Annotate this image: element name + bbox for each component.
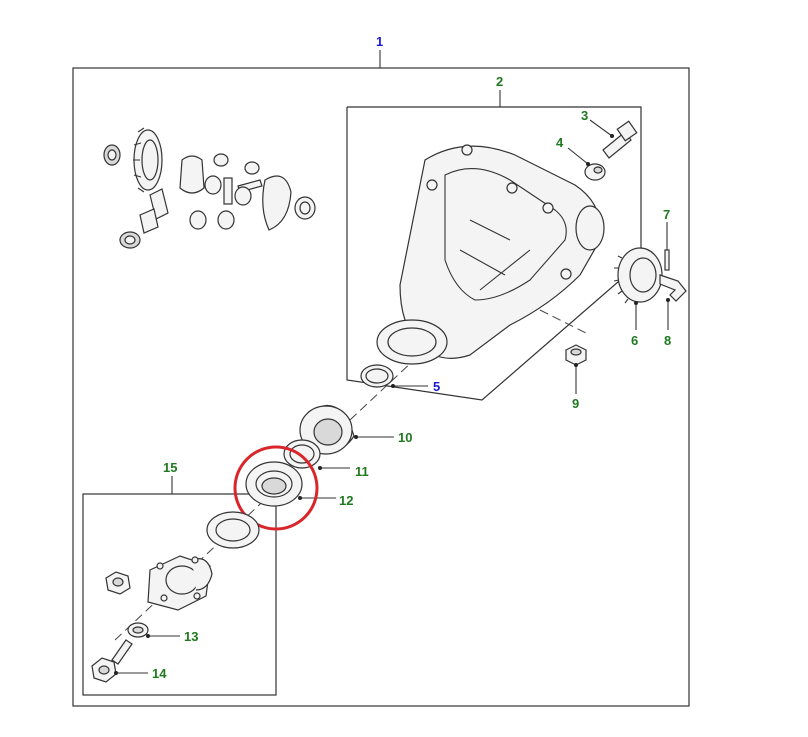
callout-11[interactable]: 11: [355, 464, 369, 479]
part-4-bush: 4: [556, 135, 606, 181]
callout-14[interactable]: 14: [152, 666, 167, 681]
differential-internals-illustration: [103, 127, 316, 249]
part-12-seal: 12: [245, 461, 353, 508]
callout-7[interactable]: 7: [663, 207, 670, 222]
assembly-frame-1: 1: [72, 34, 690, 707]
callout-4[interactable]: 4: [556, 135, 564, 150]
part-7-pin: 7: [663, 207, 670, 271]
part-9-nut: 9: [565, 344, 587, 411]
callout-6[interactable]: 6: [631, 333, 638, 348]
callout-10[interactable]: 10: [398, 430, 412, 445]
flange: [147, 555, 213, 611]
part-5-o-ring: 5: [360, 364, 440, 394]
callout-13[interactable]: 13: [184, 629, 198, 644]
highlight-circle: [233, 445, 319, 531]
callout-3[interactable]: 3: [581, 108, 588, 123]
part-11-spacer: 11: [283, 439, 369, 479]
callout-15[interactable]: 15: [163, 460, 177, 475]
callout-12[interactable]: 12: [339, 493, 353, 508]
assembly-frame-2: 2: [346, 74, 642, 401]
mount-axis: [539, 309, 591, 336]
callout-2[interactable]: 2: [496, 74, 503, 89]
callout-9[interactable]: 9: [572, 396, 579, 411]
part-13-washer: 13: [127, 622, 198, 644]
flange-nut: [105, 571, 131, 595]
assembly-frame-15: 15: [82, 460, 277, 696]
callout-5[interactable]: 5: [433, 379, 440, 394]
callout-1[interactable]: 1: [376, 34, 383, 49]
differential-housing: [376, 144, 605, 365]
part-3-bolt: 3: [581, 108, 638, 159]
part-8-bracket: 8: [659, 274, 687, 348]
part-10-bearing: 10: [299, 404, 412, 455]
part-14-bolt: 14: [91, 639, 167, 683]
flange-kit-seal: [206, 511, 260, 549]
part-6-tone-ring: 6: [613, 247, 663, 348]
callout-8[interactable]: 8: [664, 333, 671, 348]
